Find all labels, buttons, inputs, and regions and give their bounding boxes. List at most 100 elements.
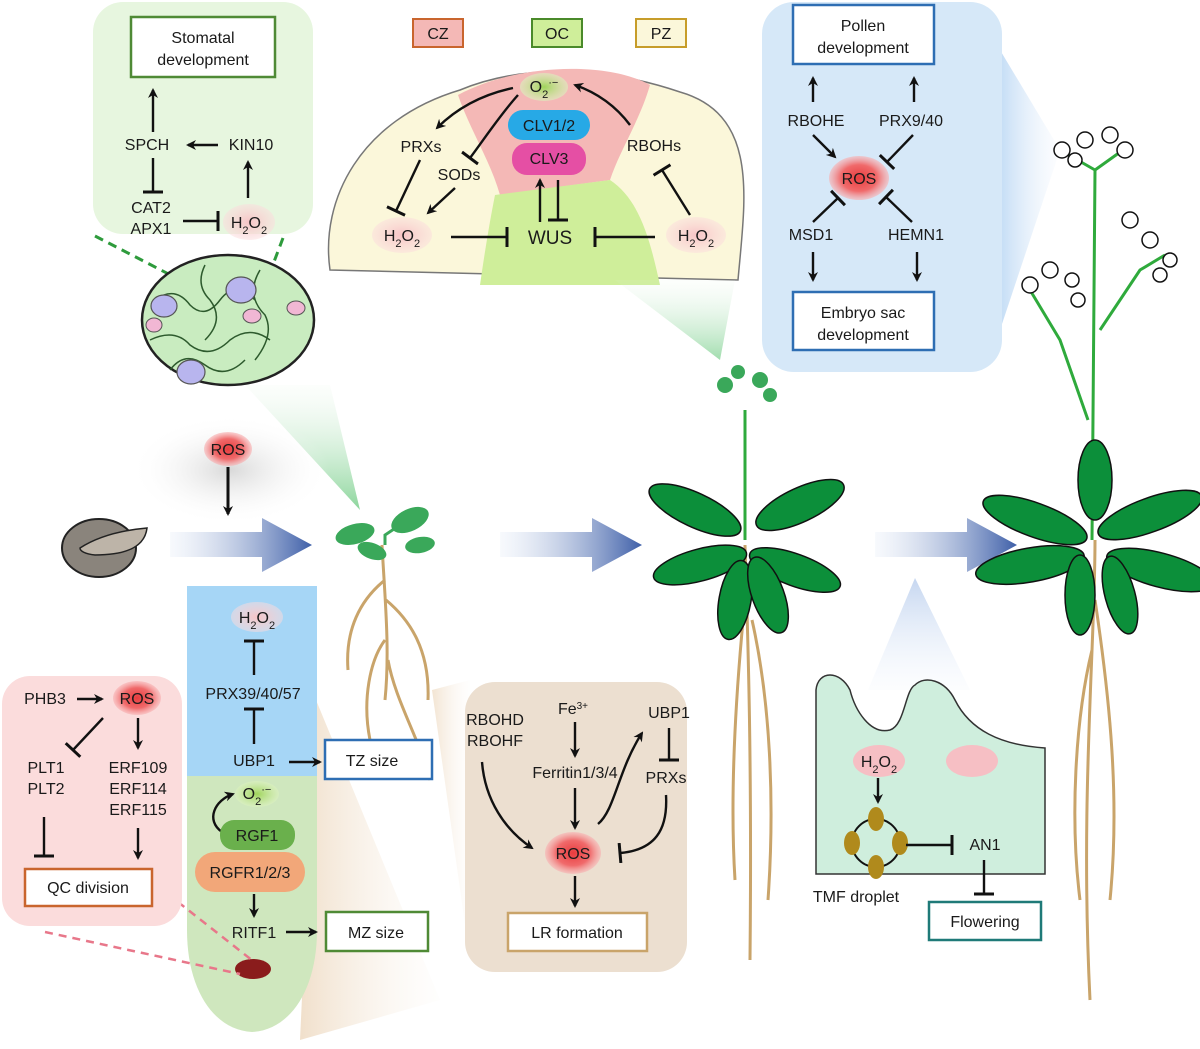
embryo-line2: development — [817, 327, 909, 344]
hemn1-label: HEMN1 — [888, 227, 944, 244]
pollen-line2: development — [817, 40, 909, 57]
plt1-label: PLT1 — [27, 760, 64, 777]
cat2-label: CAT2 — [131, 200, 171, 217]
reproductive-ros-label: ROS — [842, 171, 877, 188]
rbohf-label: RBOHF — [467, 733, 523, 750]
superoxide-bubble — [520, 73, 568, 101]
qc-division-label: QC division — [47, 880, 129, 897]
pz-legend-label: PZ — [651, 26, 672, 43]
germination-ros-bubble — [204, 432, 252, 466]
qc-ros-bubble — [113, 681, 161, 715]
root-h2o2-bubble — [231, 602, 283, 632]
spch-label: SPCH — [125, 137, 169, 154]
lr-formation-label: LR formation — [531, 925, 623, 942]
clv3-label: CLV3 — [530, 151, 569, 168]
seed-icon — [61, 518, 148, 578]
stomatal-development-box — [129, 15, 277, 79]
msd1-label: MSD1 — [789, 227, 834, 244]
ritf1-label: RITF1 — [232, 925, 277, 942]
stomatal-panel: Stomatal development SPCH KIN10 CAT2 APX… — [93, 2, 313, 240]
prx940-label: PRX9/40 — [879, 113, 943, 130]
reproductive-panel: Pollen development RBOHE PRX9/40 ROS MSD… — [762, 2, 1060, 372]
rgfr-pill — [195, 852, 305, 892]
oc-legend-box — [531, 18, 583, 48]
stomatal-h2o2-label: H2O2 — [231, 215, 267, 237]
stomatal-outcome-line2: development — [157, 52, 249, 69]
seedling-illustration — [335, 506, 435, 781]
germination-ros-label: ROS — [211, 442, 246, 459]
qc-cells-icon — [235, 959, 271, 979]
germination-stage: ROS — [61, 415, 1017, 578]
erf109-label: ERF109 — [109, 760, 168, 777]
clv12-pill — [508, 110, 590, 140]
prxs-label: PRXs — [401, 139, 442, 156]
flower-h2o2-label: H2O2 — [861, 754, 897, 776]
flower-pink-bubble — [946, 745, 998, 777]
root-h2o2-label: H2O2 — [239, 610, 275, 632]
qc-ros-label: ROS — [120, 691, 155, 708]
clv12-label: CLV1/2 — [523, 118, 575, 135]
h2o2-left-bubble — [372, 217, 432, 253]
kin10-label: KIN10 — [229, 137, 274, 154]
stage-arrow-2 — [500, 518, 642, 572]
embryo-sac-development-box — [791, 290, 936, 352]
rgf1-label: RGF1 — [236, 828, 279, 845]
lateral-root-panel: RBOHD RBOHF Fe3+ UBP1 Ferritin1/3/4 PRXs… — [432, 680, 690, 972]
flowering-panel: H2O2 AN1 TMF droplet Flowering — [813, 578, 1046, 942]
flowering-label: Flowering — [950, 914, 1019, 931]
lr-ros-bubble — [545, 832, 601, 874]
sam-h2o2-right-label: H2O2 — [678, 228, 714, 250]
pollen-line1: Pollen — [841, 18, 885, 35]
tmf-droplet-icon — [844, 807, 908, 879]
rgf1-pill — [220, 820, 295, 850]
flowering-box — [927, 900, 1043, 942]
rbohs-label: RBOHs — [627, 138, 681, 155]
h2o2-right-bubble — [666, 217, 726, 253]
shoot-apical-meristem-panel: CZ OC PZ O2·− CLV1/2 CLV3 PRXs SODs RBOH… — [327, 18, 745, 360]
wus-label: WUS — [528, 228, 572, 249]
mz-size-box — [324, 910, 430, 953]
rgfr-label: RGFR1/2/3 — [210, 865, 291, 882]
lr-prxs-label: PRXs — [646, 770, 687, 787]
rbohd-label: RBOHD — [466, 712, 524, 729]
erf115-label: ERF115 — [109, 802, 167, 819]
tmf-droplet-label: TMF droplet — [813, 889, 900, 906]
stage-arrow-3 — [875, 518, 1017, 572]
sods-label: SODs — [438, 167, 481, 184]
clv3-pill — [512, 143, 586, 175]
rosette-plant-illustration — [648, 365, 845, 961]
embryo-line1: Embryo sac — [821, 305, 905, 322]
plt2-label: PLT2 — [27, 781, 64, 798]
h2o2-bubble — [223, 204, 275, 240]
sam-h2o2-left-label: H2O2 — [384, 228, 420, 250]
tz-size-box — [323, 738, 434, 781]
ros-bubble — [829, 156, 889, 200]
leaf-epidermis-illustration — [94, 234, 360, 510]
root-ubp1-label: UBP1 — [233, 753, 275, 770]
lr-ros-label: ROS — [556, 846, 591, 863]
lr-ubp1-label: UBP1 — [648, 705, 690, 722]
root-superoxide-bubble — [235, 781, 279, 807]
cz-legend-label: CZ — [427, 26, 449, 43]
erf114-label: ERF114 — [109, 781, 167, 798]
phb3-label: PHB3 — [24, 691, 66, 708]
pz-legend-box — [635, 18, 687, 48]
lr-formation-box — [506, 911, 649, 953]
oc-region — [480, 180, 660, 285]
stage-arrow-1 — [170, 518, 312, 572]
qc-division-box — [23, 867, 154, 908]
mz-size-label: MZ size — [348, 925, 404, 942]
qc-panel: PHB3 ROS PLT1 PLT2 ERF109 ERF114 ERF115 … — [2, 676, 254, 976]
rbohe-label: RBOHE — [788, 113, 845, 130]
flowering-plant-illustration — [975, 126, 1200, 1001]
apx1-label: APX1 — [131, 221, 172, 238]
flower-h2o2-bubble — [853, 745, 905, 777]
tz-size-label: TZ size — [346, 753, 399, 770]
stomatal-outcome-line1: Stomatal — [171, 30, 234, 47]
cz-legend-box — [412, 18, 464, 48]
pollen-development-box — [791, 3, 936, 66]
meristem-zone-region — [187, 776, 317, 1032]
root-tip-panel: H2O2 PRX39/40/57 UBP1 TZ size O2·− RGF1 … — [187, 586, 440, 1040]
root-prx-label: PRX39/40/57 — [205, 686, 300, 703]
